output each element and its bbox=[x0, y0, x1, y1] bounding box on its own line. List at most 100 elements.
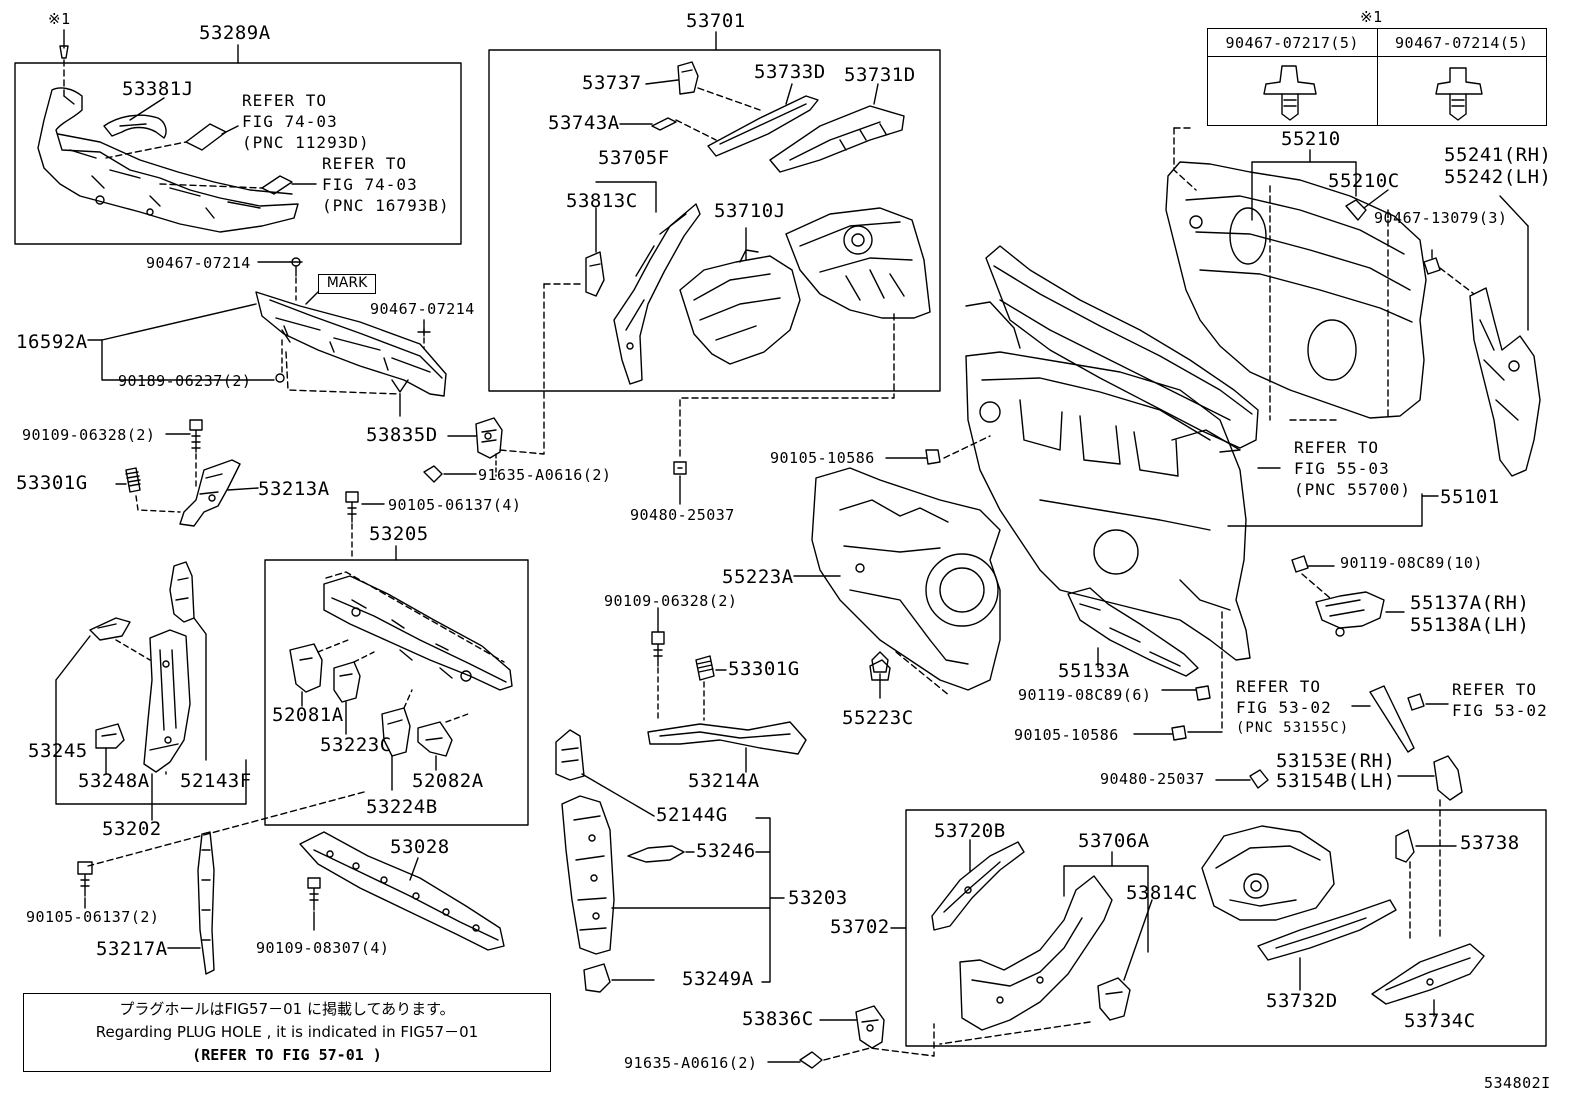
label-55241[interactable]: 55241(RH) bbox=[1444, 144, 1552, 166]
reference-line: (PNC 55700) bbox=[1294, 480, 1411, 499]
label-53213A[interactable]: 53213A bbox=[258, 478, 330, 500]
part-53246-shape bbox=[627, 845, 685, 863]
part-fig53-02-pad-shape bbox=[1369, 685, 1415, 753]
part-53248A-shape bbox=[95, 723, 125, 749]
label-53202[interactable]: 53202 bbox=[102, 818, 162, 840]
label-53249A[interactable]: 53249A bbox=[682, 968, 754, 990]
reference-line: FIG 53-02 bbox=[1236, 698, 1332, 717]
label-53733D[interactable]: 53733D bbox=[754, 61, 826, 83]
reference-line: FIG 74-03 bbox=[242, 112, 338, 131]
part-53203-shape bbox=[561, 795, 615, 955]
label-52143F[interactable]: 52143F bbox=[180, 770, 252, 792]
label-53814C[interactable]: 53814C bbox=[1126, 882, 1198, 904]
label-90480-25037-a[interactable]: 90480-25037 bbox=[630, 506, 735, 524]
part-53706A-shape bbox=[959, 875, 1113, 1031]
label-52144G[interactable]: 52144G bbox=[656, 804, 728, 826]
reference-pad-a bbox=[185, 123, 227, 151]
label-90480-25037-b[interactable]: 90480-25037 bbox=[1100, 770, 1205, 788]
label-55223A[interactable]: 55223A bbox=[722, 566, 794, 588]
label-53214A[interactable]: 53214A bbox=[688, 770, 760, 792]
label-90109-06328-a[interactable]: 90109-06328(2) bbox=[22, 426, 156, 444]
label-53836C[interactable]: 53836C bbox=[742, 1008, 814, 1030]
reference-fig53-02-b[interactable]: REFER TO FIG 53-02 bbox=[1452, 679, 1548, 721]
label-90105-10586-b[interactable]: 90105-10586 bbox=[1014, 726, 1119, 744]
label-55138A[interactable]: 55138A(LH) bbox=[1410, 614, 1530, 636]
label-53301G-b[interactable]: 53301G bbox=[728, 658, 800, 680]
label-55210C[interactable]: 55210C bbox=[1328, 170, 1400, 192]
label-53734C[interactable]: 53734C bbox=[1404, 1010, 1476, 1032]
label-90119-08C89-10[interactable]: 90119-08C89(10) bbox=[1340, 554, 1483, 572]
label-16592A[interactable]: 16592A bbox=[16, 331, 88, 353]
part-53731D-shape bbox=[769, 105, 905, 173]
label-90105-10586-a[interactable]: 90105-10586 bbox=[770, 449, 875, 467]
label-90467-07214-b[interactable]: 90467-07214 bbox=[370, 300, 475, 318]
clip-table-cell1 bbox=[1207, 56, 1378, 126]
label-53153E[interactable]: 53153E(RH) bbox=[1276, 750, 1396, 772]
part-53381J-shape bbox=[103, 114, 167, 139]
label-53203[interactable]: 53203 bbox=[788, 887, 848, 909]
label-53743A[interactable]: 53743A bbox=[548, 112, 620, 134]
label-53205[interactable]: 53205 bbox=[369, 523, 429, 545]
note-line-reference[interactable]: (REFER TO FIG 57-01 ) bbox=[192, 1046, 382, 1064]
label-90119-08C89-6[interactable]: 90119-08C89(6) bbox=[1018, 686, 1152, 704]
label-53224B[interactable]: 53224B bbox=[366, 796, 438, 818]
label-90467-13079[interactable]: 90467-13079(3) bbox=[1374, 209, 1508, 227]
reference-line: REFER TO bbox=[1236, 677, 1322, 696]
label-53835D[interactable]: 53835D bbox=[366, 424, 438, 446]
label-53381J[interactable]: 53381J bbox=[122, 78, 194, 100]
label-53028[interactable]: 53028 bbox=[390, 836, 450, 858]
reference-fig55-03[interactable]: REFER TO FIG 55-03 (PNC 55700) bbox=[1294, 437, 1411, 500]
label-53731D[interactable]: 53731D bbox=[844, 64, 916, 86]
label-90105-06137-4[interactable]: 90105-06137(4) bbox=[388, 496, 522, 514]
label-55210[interactable]: 55210 bbox=[1281, 128, 1341, 150]
label-53732D[interactable]: 53732D bbox=[1266, 990, 1338, 1012]
label-53154B[interactable]: 53154B(LH) bbox=[1276, 770, 1396, 792]
label-53301G-a[interactable]: 53301G bbox=[16, 472, 88, 494]
label-90189-06237[interactable]: 90189-06237(2) bbox=[118, 372, 252, 390]
part-52144G-shape bbox=[555, 729, 585, 781]
label-53702[interactable]: 53702 bbox=[830, 916, 890, 938]
label-53223C[interactable]: 53223C bbox=[320, 734, 392, 756]
label-55242[interactable]: 55242(LH) bbox=[1444, 166, 1552, 188]
label-53738[interactable]: 53738 bbox=[1460, 832, 1520, 854]
label-53246[interactable]: 53246 bbox=[696, 840, 756, 862]
reference-fig74-03-a[interactable]: REFER TO FIG 74-03 (PNC 11293D) bbox=[242, 90, 370, 153]
part-53213A-shape bbox=[179, 459, 241, 527]
note-line-english: Regarding PLUG HOLE , it is indicated in… bbox=[95, 1023, 479, 1041]
label-53705F[interactable]: 53705F bbox=[598, 147, 670, 169]
label-55223C[interactable]: 55223C bbox=[842, 707, 914, 729]
label-53701[interactable]: 53701 bbox=[686, 10, 746, 32]
label-55133A[interactable]: 55133A bbox=[1058, 660, 1130, 682]
label-52081A[interactable]: 52081A bbox=[272, 704, 344, 726]
label-52082A[interactable]: 52082A bbox=[412, 770, 484, 792]
part-53153E-shape bbox=[1433, 755, 1463, 801]
part-53814C-shape bbox=[1097, 977, 1131, 1021]
label-53248A[interactable]: 53248A bbox=[78, 770, 150, 792]
label-53217A[interactable]: 53217A bbox=[96, 938, 168, 960]
label-53813C[interactable]: 53813C bbox=[566, 190, 638, 212]
part-52143F-shape bbox=[169, 561, 195, 623]
label-53706A[interactable]: 53706A bbox=[1078, 830, 1150, 852]
label-55137A[interactable]: 55137A(RH) bbox=[1410, 592, 1530, 614]
label-90105-06137-2[interactable]: 90105-06137(2) bbox=[26, 908, 160, 926]
part-53702-tower-shape bbox=[1201, 825, 1335, 921]
label-53245[interactable]: 53245 bbox=[28, 740, 88, 762]
label-55101[interactable]: 55101 bbox=[1440, 486, 1500, 508]
label-53710J[interactable]: 53710J bbox=[714, 200, 786, 222]
label-90467-07214-a[interactable]: 90467-07214 bbox=[146, 254, 251, 272]
reference-line: FIG 74-03 bbox=[322, 175, 418, 194]
part-55137A-shape bbox=[1315, 591, 1385, 637]
reference-fig53-02-a[interactable]: REFER TO FIG 53-02 (PNC 53155C) bbox=[1236, 676, 1349, 739]
label-91635-A0616-b[interactable]: 91635-A0616(2) bbox=[624, 1054, 758, 1072]
label-53737[interactable]: 53737 bbox=[582, 72, 642, 94]
label-90109-06328-b[interactable]: 90109-06328(2) bbox=[604, 592, 738, 610]
label-53720B[interactable]: 53720B bbox=[934, 820, 1006, 842]
part-55223A-shape bbox=[811, 467, 1001, 691]
label-91635-A0616-a[interactable]: 91635-A0616(2) bbox=[478, 466, 612, 484]
label-90109-08307[interactable]: 90109-08307(4) bbox=[256, 939, 390, 957]
label-53289A[interactable]: 53289A bbox=[199, 22, 271, 44]
part-55210-shape bbox=[1165, 161, 1427, 419]
reference-fig74-03-b[interactable]: REFER TO FIG 74-03 (PNC 16793B) bbox=[322, 153, 450, 216]
reference-line: (PNC 16793B) bbox=[322, 196, 450, 215]
